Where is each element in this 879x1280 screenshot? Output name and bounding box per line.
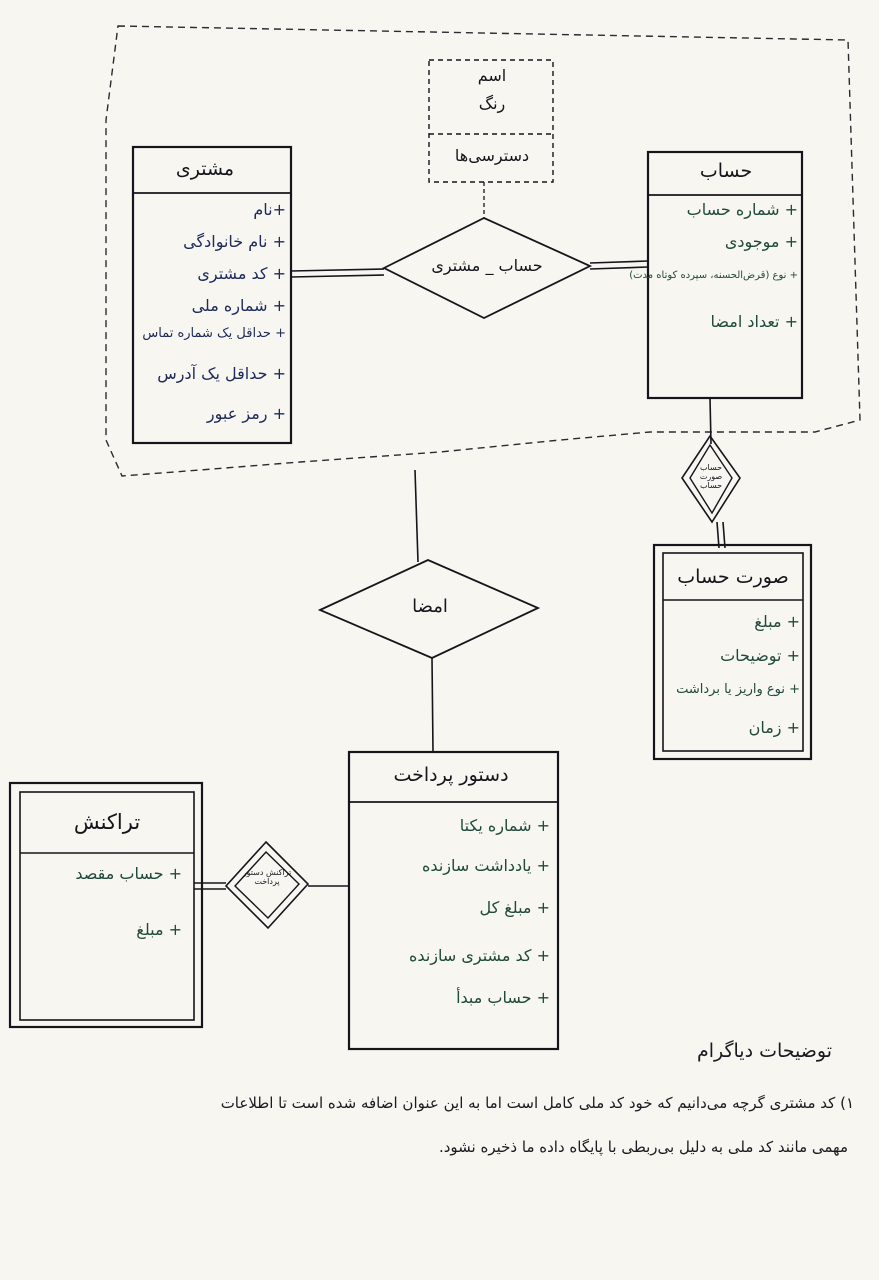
customer-attribute: + حداقل یک آدرس bbox=[157, 364, 286, 383]
transaction-entity-title: تراکنش bbox=[73, 810, 141, 834]
transaction-attribute: + مبلغ bbox=[136, 920, 182, 939]
account-entity-box bbox=[646, 150, 804, 400]
customer-attribute: + شماره ملی bbox=[191, 296, 286, 315]
statement-attribute: + مبلغ bbox=[754, 612, 800, 631]
payment-transaction-relationship-label: تراکنش دستور پرداخت bbox=[242, 868, 292, 886]
customer-entity-title: مشتری bbox=[175, 158, 235, 180]
payment-order-attribute: + یادداشت سازنده bbox=[422, 856, 550, 875]
access-class-method: دسترسی‌ها bbox=[454, 146, 530, 165]
payment-transaction-relationship-diamond bbox=[224, 840, 310, 930]
statement-attribute: + توضیحات bbox=[720, 646, 800, 665]
customer-attribute: + نام خانوادگی bbox=[183, 232, 286, 251]
account-attribute: + نوع (قرض‌الحسنه، سپرده کوتاه مدت) bbox=[629, 270, 798, 281]
account-attribute: + تعداد امضا bbox=[710, 312, 798, 331]
payment-order-entity-title: دستور پرداخت bbox=[393, 764, 509, 786]
statement-entity-box bbox=[652, 543, 813, 761]
account-statement-relationship-label: حساب صورت حساب bbox=[699, 463, 723, 490]
payment-order-attribute: + کد مشتری سازنده bbox=[409, 946, 550, 965]
access-class-attribute: رنگ bbox=[478, 94, 506, 113]
customer-attribute: + حداقل یک شماره تماس bbox=[142, 326, 286, 341]
statement-attribute: + زمان bbox=[748, 718, 800, 737]
customer-attribute: +نام bbox=[253, 200, 286, 219]
customer-entity-box bbox=[131, 145, 293, 445]
statement-attribute: + نوع واریز یا برداشت bbox=[676, 682, 800, 697]
payment-order-attribute: + شماره یکتا bbox=[459, 816, 550, 835]
payment-order-entity-box bbox=[347, 750, 560, 1051]
access-class-box bbox=[428, 59, 554, 183]
statement-entity-title: صورت حساب bbox=[677, 566, 789, 588]
notes-title: توضیحات دیاگرام bbox=[696, 1040, 832, 1062]
transaction-attribute: + حساب مقصد bbox=[75, 864, 182, 883]
transaction-entity-box bbox=[8, 781, 204, 1029]
payment-order-attribute: + مبلغ کل bbox=[479, 898, 550, 917]
customer-attribute: + کد مشتری bbox=[197, 264, 286, 283]
signature-relationship-diamond bbox=[317, 559, 541, 659]
account-attribute: + موجودی bbox=[724, 232, 798, 251]
access-class-attribute: اسم bbox=[477, 66, 507, 85]
customer-account-group-boundary bbox=[105, 25, 861, 477]
payment-order-attribute: + حساب مبدأ bbox=[456, 988, 550, 1007]
account-customer-relationship-label: حساب _ مشتری bbox=[431, 256, 543, 275]
account-customer-relationship-diamond bbox=[381, 217, 593, 320]
notes-line: ۱) کد مشتری گرچه می‌دانیم که خود کد ملی … bbox=[220, 1094, 854, 1112]
notes-line: مهمی مانند کد ملی به دلیل بی‌ربطی با پای… bbox=[438, 1138, 848, 1156]
customer-attribute: + رمز عبور bbox=[206, 404, 286, 423]
signature-relationship-label: امضا bbox=[412, 596, 448, 617]
account-attribute: + شماره حساب bbox=[686, 200, 798, 219]
account-entity-title: حساب bbox=[699, 160, 753, 182]
account-statement-relationship-diamond bbox=[681, 434, 741, 524]
